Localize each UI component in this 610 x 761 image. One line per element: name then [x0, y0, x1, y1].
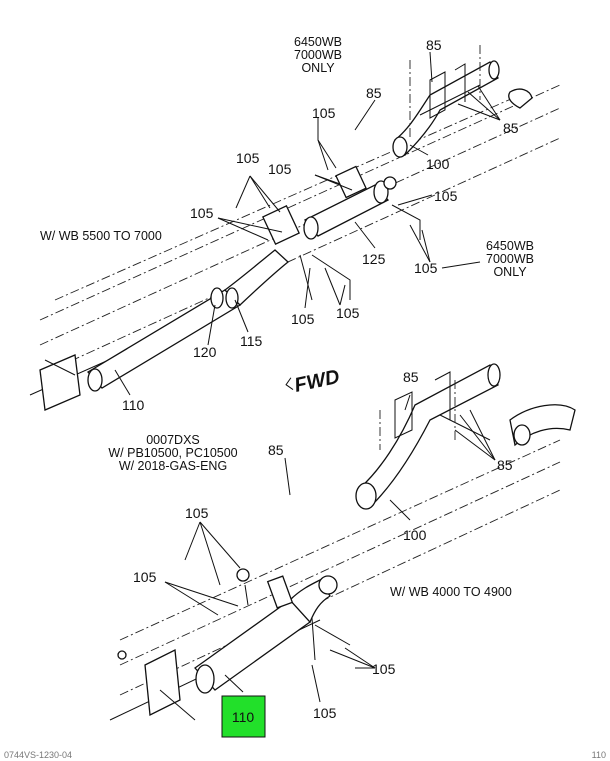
callout-105-upper-e: 105 — [434, 188, 458, 204]
callout-105-upper-b: 105 — [236, 150, 260, 166]
callout-125-upper: 125 — [362, 251, 386, 267]
callout-105-upper-h: 105 — [336, 305, 360, 321]
upper-brackets — [409, 45, 481, 140]
callout-105-upper-a: 105 — [312, 105, 336, 121]
callout-110-lower[interactable]: 110 — [232, 709, 255, 725]
callout-85-lower-mid: 85 — [268, 442, 284, 458]
top-only-line2: 7000WB — [294, 48, 342, 62]
callout-105-lower-c: 105 — [372, 661, 396, 677]
callout-85-upper-top: 85 — [426, 37, 442, 53]
lower-clamps — [236, 568, 351, 661]
highlight-box[interactable] — [221, 695, 266, 738]
top-only-line3: ONLY — [301, 61, 335, 75]
right-only-line2: 7000WB — [486, 252, 534, 266]
upper-leaders — [114, 51, 501, 396]
upper-left-body — [39, 354, 81, 411]
callout-100-lower: 100 — [403, 527, 427, 543]
callout-105-lower-b: 105 — [133, 569, 157, 585]
footer-left-code: 0744VS-1230-04 — [4, 750, 72, 760]
lower-left-body — [117, 648, 196, 721]
wb-lower-note: W/ WB 4000 TO 4900 — [390, 585, 512, 599]
wb-upper-note: W/ WB 5500 TO 7000 — [40, 229, 162, 243]
callout-85-lower-top: 85 — [403, 369, 419, 385]
highlighted-part-110[interactable]: 110 — [221, 695, 266, 738]
right-only-line3: ONLY — [493, 265, 527, 279]
model-line2: W/ PB10500, PC10500 — [108, 446, 237, 460]
footer-right-code: 110 — [592, 750, 606, 760]
model-line3: W/ 2018-GAS-ENG — [119, 459, 227, 473]
callout-105-lower-a: 105 — [185, 505, 209, 521]
right-only-line1: 6450WB — [486, 239, 534, 253]
callout-105-upper-g: 105 — [291, 311, 315, 327]
callout-115-upper: 115 — [240, 333, 263, 349]
upper-clamps — [262, 165, 421, 301]
upper-tailpipe — [86, 249, 289, 392]
callout-105-upper-f: 105 — [414, 260, 438, 276]
callout-120-upper: 120 — [193, 344, 217, 360]
lower-leaders — [164, 394, 496, 703]
lower-brackets — [379, 371, 491, 450]
callout-100-upper: 100 — [426, 156, 450, 172]
callout-105-upper-c: 105 — [268, 161, 292, 177]
callout-85-upper-right: 85 — [503, 120, 519, 136]
callout-85-upper-mid: 85 — [366, 85, 382, 101]
callout-110-upper: 110 — [122, 397, 145, 413]
callout-105-lower-d: 105 — [313, 705, 337, 721]
callout-105-upper-d: 105 — [190, 205, 214, 221]
lower-tailpipe — [194, 579, 331, 694]
top-only-line1: 6450WB — [294, 35, 342, 49]
model-line1: 0007DXS — [146, 433, 200, 447]
upper-pipe-100 — [392, 60, 533, 158]
fwd-label: FWD — [292, 366, 341, 397]
forward-arrow — [285, 377, 294, 390]
callout-85-lower-right: 85 — [497, 457, 513, 473]
lower-pipe-100 — [355, 363, 576, 510]
